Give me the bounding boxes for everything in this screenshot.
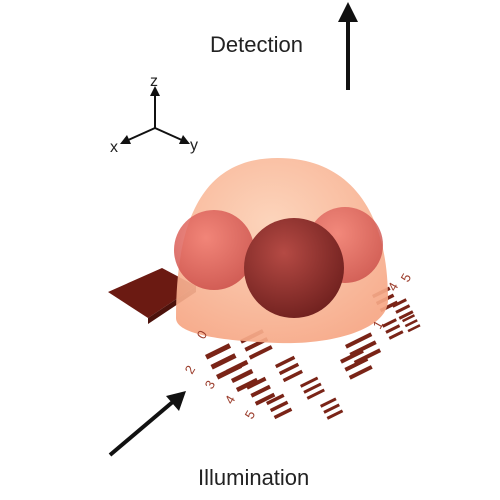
dark-block [108,268,196,318]
target-bar [278,362,300,376]
target-bar [395,304,411,314]
target-bar [246,376,267,390]
target-bar [353,348,382,365]
target-bar [282,369,303,383]
axis-z-label: z [150,73,158,90]
illumination-arrow [108,391,186,457]
target-bar [407,324,421,333]
target-bar [306,388,325,400]
target-bar [205,343,232,360]
target-bar [250,384,271,398]
target-bar [210,353,237,370]
target-number-right-5: 5 [398,271,415,285]
target-bar [275,355,296,369]
target-bar [385,324,401,334]
illumination-label: Illumination [198,465,310,490]
target-bar [402,314,416,323]
target-bar [349,340,377,357]
center-sphere [244,218,344,318]
axis-y-label: y [190,137,198,154]
target-bar [398,310,414,320]
detection-label: Detection [210,32,303,57]
target-bar [320,397,337,408]
target-number-front-2: 2 [182,363,199,377]
target-bar [323,403,340,414]
detection-arrow [338,2,358,90]
resolution-target-front [205,329,382,420]
target-bar [326,409,344,420]
target-number-front-5: 5 [242,408,259,422]
target-bar [345,332,373,349]
axis-triad: z x y [110,73,198,156]
target-bar [230,368,254,384]
target-bar [404,319,418,328]
target-bar [300,376,319,388]
target-bar [248,345,273,360]
target-number-front-4: 4 [222,393,239,407]
target-bar [392,298,407,308]
target-bar [388,330,404,340]
target-bar [382,318,397,328]
target-bar [273,407,293,420]
left-sphere [174,210,254,290]
axis-x-label: x [110,139,118,156]
target-bar [303,382,322,394]
target-bar [269,400,289,413]
target-bar [348,365,373,380]
target-bar [235,377,259,393]
target-bar [266,393,285,406]
target-number-front-3: 3 [202,378,219,392]
target-bar [226,359,249,375]
target-bar [254,392,276,406]
